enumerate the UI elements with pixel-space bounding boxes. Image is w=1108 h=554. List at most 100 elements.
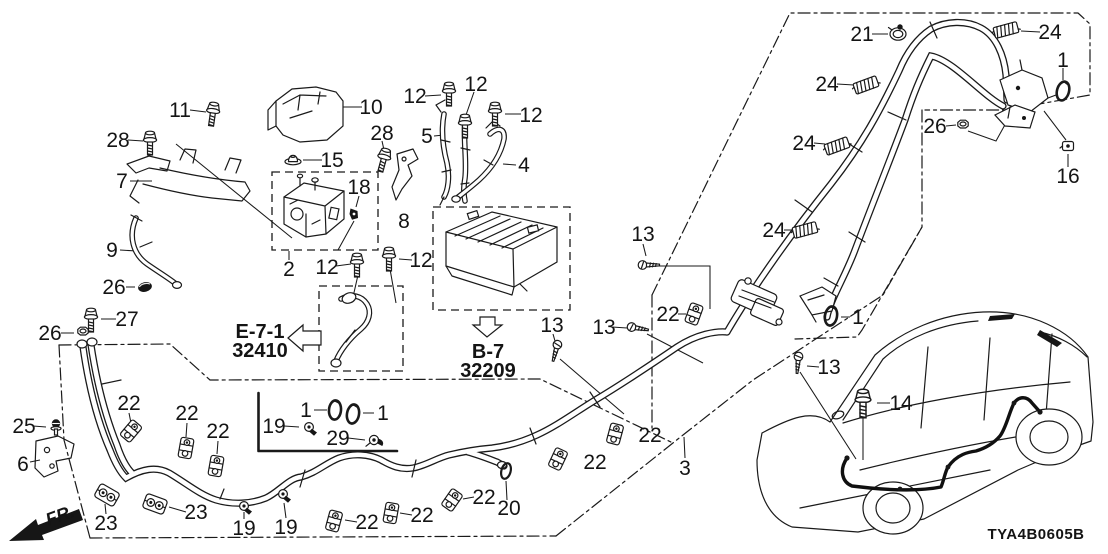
callout-26: 26: [923, 115, 946, 138]
b7-fusebox: [445, 209, 558, 296]
c23-part-icon: [93, 482, 121, 508]
nut-part-icon: [957, 119, 969, 129]
callout-1: 1: [852, 306, 864, 329]
clip18-part-icon: [349, 208, 358, 220]
callout-13: 13: [592, 316, 615, 339]
loose-parts-artwork: [34, 86, 558, 478]
callout-22: 22: [355, 511, 378, 534]
c19-part-icon: [304, 422, 318, 437]
callout-13: 13: [817, 356, 840, 379]
screw-part-icon: [792, 351, 804, 375]
bolt-part-icon: [441, 81, 457, 107]
callout-9: 9: [106, 239, 118, 262]
callout-13: 13: [540, 314, 563, 337]
callout-10: 10: [359, 96, 382, 119]
part6-bracket: [34, 435, 75, 478]
callout-23: 23: [184, 501, 207, 524]
car-outline: [756, 311, 1094, 535]
leader-lines: [29, 30, 1069, 523]
c22-part-icon: [683, 301, 705, 327]
callout-3: 3: [679, 457, 691, 480]
c22-part-icon: [207, 454, 225, 478]
ring-part-icon: [326, 398, 344, 422]
callout-5: 5: [421, 125, 433, 148]
c29-part-icon: [365, 434, 384, 447]
inset-bracket-lines: [257, 391, 399, 453]
c22-part-icon: [177, 436, 195, 460]
b7-arrow-icon: [471, 316, 504, 338]
fr-indicator: FR.: [9, 501, 83, 541]
bolt-part-icon: [203, 100, 222, 128]
b7-detail-box: [432, 206, 571, 311]
c22-part-icon: [118, 418, 144, 444]
callout-24: 24: [815, 73, 839, 96]
nut-part-icon: [77, 326, 89, 336]
callout-15: 15: [320, 149, 343, 172]
bolt-part-icon: [373, 146, 394, 174]
c23-part-icon: [141, 492, 169, 516]
callout-4: 4: [518, 154, 530, 177]
callout-22: 22: [583, 451, 606, 474]
callout-24: 24: [762, 219, 786, 242]
callout-12: 12: [519, 104, 542, 127]
c24-part-icon: [821, 135, 853, 157]
ref-labels: E-7-1 32410 B-7 32209: [232, 321, 516, 382]
part2-module: [283, 173, 345, 238]
fr-arrow-icon: [9, 509, 83, 541]
callout-22: 22: [206, 420, 229, 443]
ref-b7-name: B-7: [472, 341, 504, 363]
callout-22: 22: [410, 504, 433, 527]
callout-23: 23: [94, 512, 117, 535]
callout-25: 25: [12, 415, 35, 438]
bolt-part-icon: [487, 101, 503, 127]
diagram-code: TYA4B0605B: [988, 526, 1085, 543]
callout-12: 12: [464, 73, 487, 96]
callout-6: 6: [17, 453, 29, 476]
c24-part-icon: [789, 220, 821, 240]
callout-21: 21: [850, 23, 873, 46]
callout-8: 8: [398, 210, 410, 233]
bolt-part-icon: [854, 388, 872, 419]
callout-19: 19: [274, 516, 297, 539]
screw-part-icon: [626, 321, 650, 335]
callout-19: 19: [262, 415, 285, 438]
c22-part-icon: [605, 422, 625, 446]
ring-part-icon: [1053, 78, 1073, 104]
c24-part-icon: [990, 20, 1022, 40]
hub-connector-cluster: [730, 277, 785, 326]
c21-part-icon: [887, 23, 907, 41]
detail-boxes: [271, 171, 571, 372]
part7-bracket: [126, 148, 251, 204]
callout-22: 22: [472, 486, 495, 509]
callout-18: 18: [347, 176, 370, 199]
callout-28: 28: [370, 122, 393, 145]
callout-14: 14: [889, 392, 913, 415]
callout-1: 1: [300, 399, 312, 422]
callout-11: 11: [169, 99, 191, 122]
ref-arrows: [287, 316, 504, 353]
e71-arrow-icon: [287, 323, 322, 353]
bolt-part-icon: [349, 252, 365, 278]
part2-detail-box: [271, 171, 379, 251]
car-harness-route: [840, 396, 1042, 492]
screw-part-icon: [548, 338, 564, 363]
ref-e71-code: 32410: [232, 340, 288, 362]
clip16-part-icon: [1059, 140, 1075, 152]
fr-label: FR.: [43, 501, 77, 530]
callout-13: 13: [631, 223, 654, 246]
callout-22: 22: [638, 424, 661, 447]
callout-29: 29: [326, 427, 349, 450]
bolt-part-icon: [457, 113, 473, 139]
part8-bracket: [391, 148, 419, 201]
bolt-part-icon: [381, 246, 397, 272]
c22-part-icon: [324, 509, 344, 533]
fnut-part-icon: [284, 154, 302, 166]
callout-20: 20: [497, 497, 520, 520]
c19-part-icon: [278, 489, 292, 504]
bolt-part-icon: [142, 130, 158, 156]
harness-artwork: [76, 18, 1057, 507]
c22-part-icon: [382, 501, 400, 525]
